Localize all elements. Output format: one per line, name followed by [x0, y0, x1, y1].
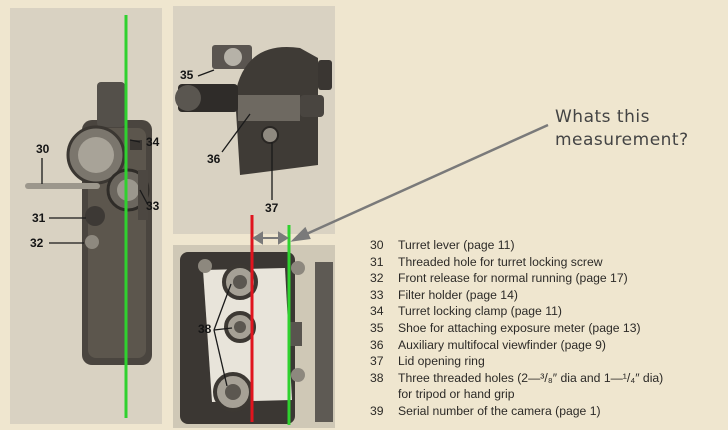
legend-number: 31 [370, 254, 384, 269]
question-pointer [290, 123, 549, 242]
callout-36: 36 [207, 152, 221, 166]
callout-leaders [41, 69, 273, 387]
legend-text: Turret lever (page 11) [398, 238, 515, 252]
legend-row: 37 Lid opening ring [370, 353, 725, 370]
legend-number: 36 [370, 337, 384, 352]
legend-number: 37 [370, 354, 384, 369]
legend-number: 35 [370, 320, 384, 335]
legend-row: 35 Shoe for attaching exposure meter (pag… [370, 320, 725, 337]
legend-number: 38 [370, 370, 384, 385]
question-line-1: Whats this [555, 107, 650, 127]
callout-33: 33 [146, 199, 160, 213]
legend-text: Shoe for attaching exposure meter (page … [398, 320, 641, 335]
callout-32: 32 [30, 236, 44, 250]
legend-number: 30 [370, 238, 384, 252]
legend-row: 31 Threaded hole for turret locking screw [370, 254, 725, 271]
legend-number [370, 386, 398, 403]
legend-text: Turret locking clamp (page 11) [398, 304, 562, 319]
legend-text: Threaded hole for turret locking screw [398, 254, 603, 269]
question-line-2: measurement? [555, 130, 689, 150]
callout-35: 35 [180, 68, 194, 82]
callout-31: 31 [32, 211, 46, 225]
legend-row: 33 Filter holder (page 14) [370, 287, 725, 304]
callout-34: 34 [146, 135, 160, 149]
legend-row: for tripod or hand grip [370, 386, 725, 403]
legend-number: 39 [370, 403, 384, 418]
legend-row: 39 Serial number of the camera (page 1) [370, 403, 725, 420]
legend-row: 34 Turret locking clamp (page 11) [370, 303, 725, 320]
side-camera-drawing [175, 45, 332, 175]
legend-number: 33 [370, 287, 384, 302]
legend-row: 38 Three threaded holes (2—³/₈″ dia and 1… [370, 370, 725, 387]
measurement-arrow [252, 231, 289, 245]
legend-text: Filter holder (page 14) [398, 287, 518, 302]
legend-text: Front release for normal running (page 1… [398, 271, 628, 286]
legend-text: Serial number of the camera (page 1) [398, 403, 601, 418]
callout-37: 37 [265, 201, 279, 215]
callout-30: 30 [36, 142, 50, 156]
legend-row: 32 Front release for normal running (page… [370, 270, 725, 287]
legend-row: 36 Auxiliary multifocal viewfinder (page … [370, 337, 725, 354]
legend-text: for tripod or hand grip [398, 387, 515, 402]
annotation-question: Whats this measurement? [555, 106, 725, 152]
bottom-plate-drawing [180, 252, 333, 424]
legend-text: Auxiliary multifocal viewfinder (page 9) [398, 337, 606, 352]
legend-number: 32 [370, 271, 384, 286]
callout-38: 38 [198, 322, 212, 336]
legend-text: Lid opening ring [398, 354, 485, 369]
legend-text: Three threaded holes (2—³/₈″ dia and 1—¹… [398, 370, 664, 385]
parts-legend: 30 Turret lever (page 11) 31 Threaded hole … [370, 237, 725, 420]
legend-number: 34 [370, 304, 384, 319]
legend-row: 30 Turret lever (page 11) [370, 237, 725, 254]
